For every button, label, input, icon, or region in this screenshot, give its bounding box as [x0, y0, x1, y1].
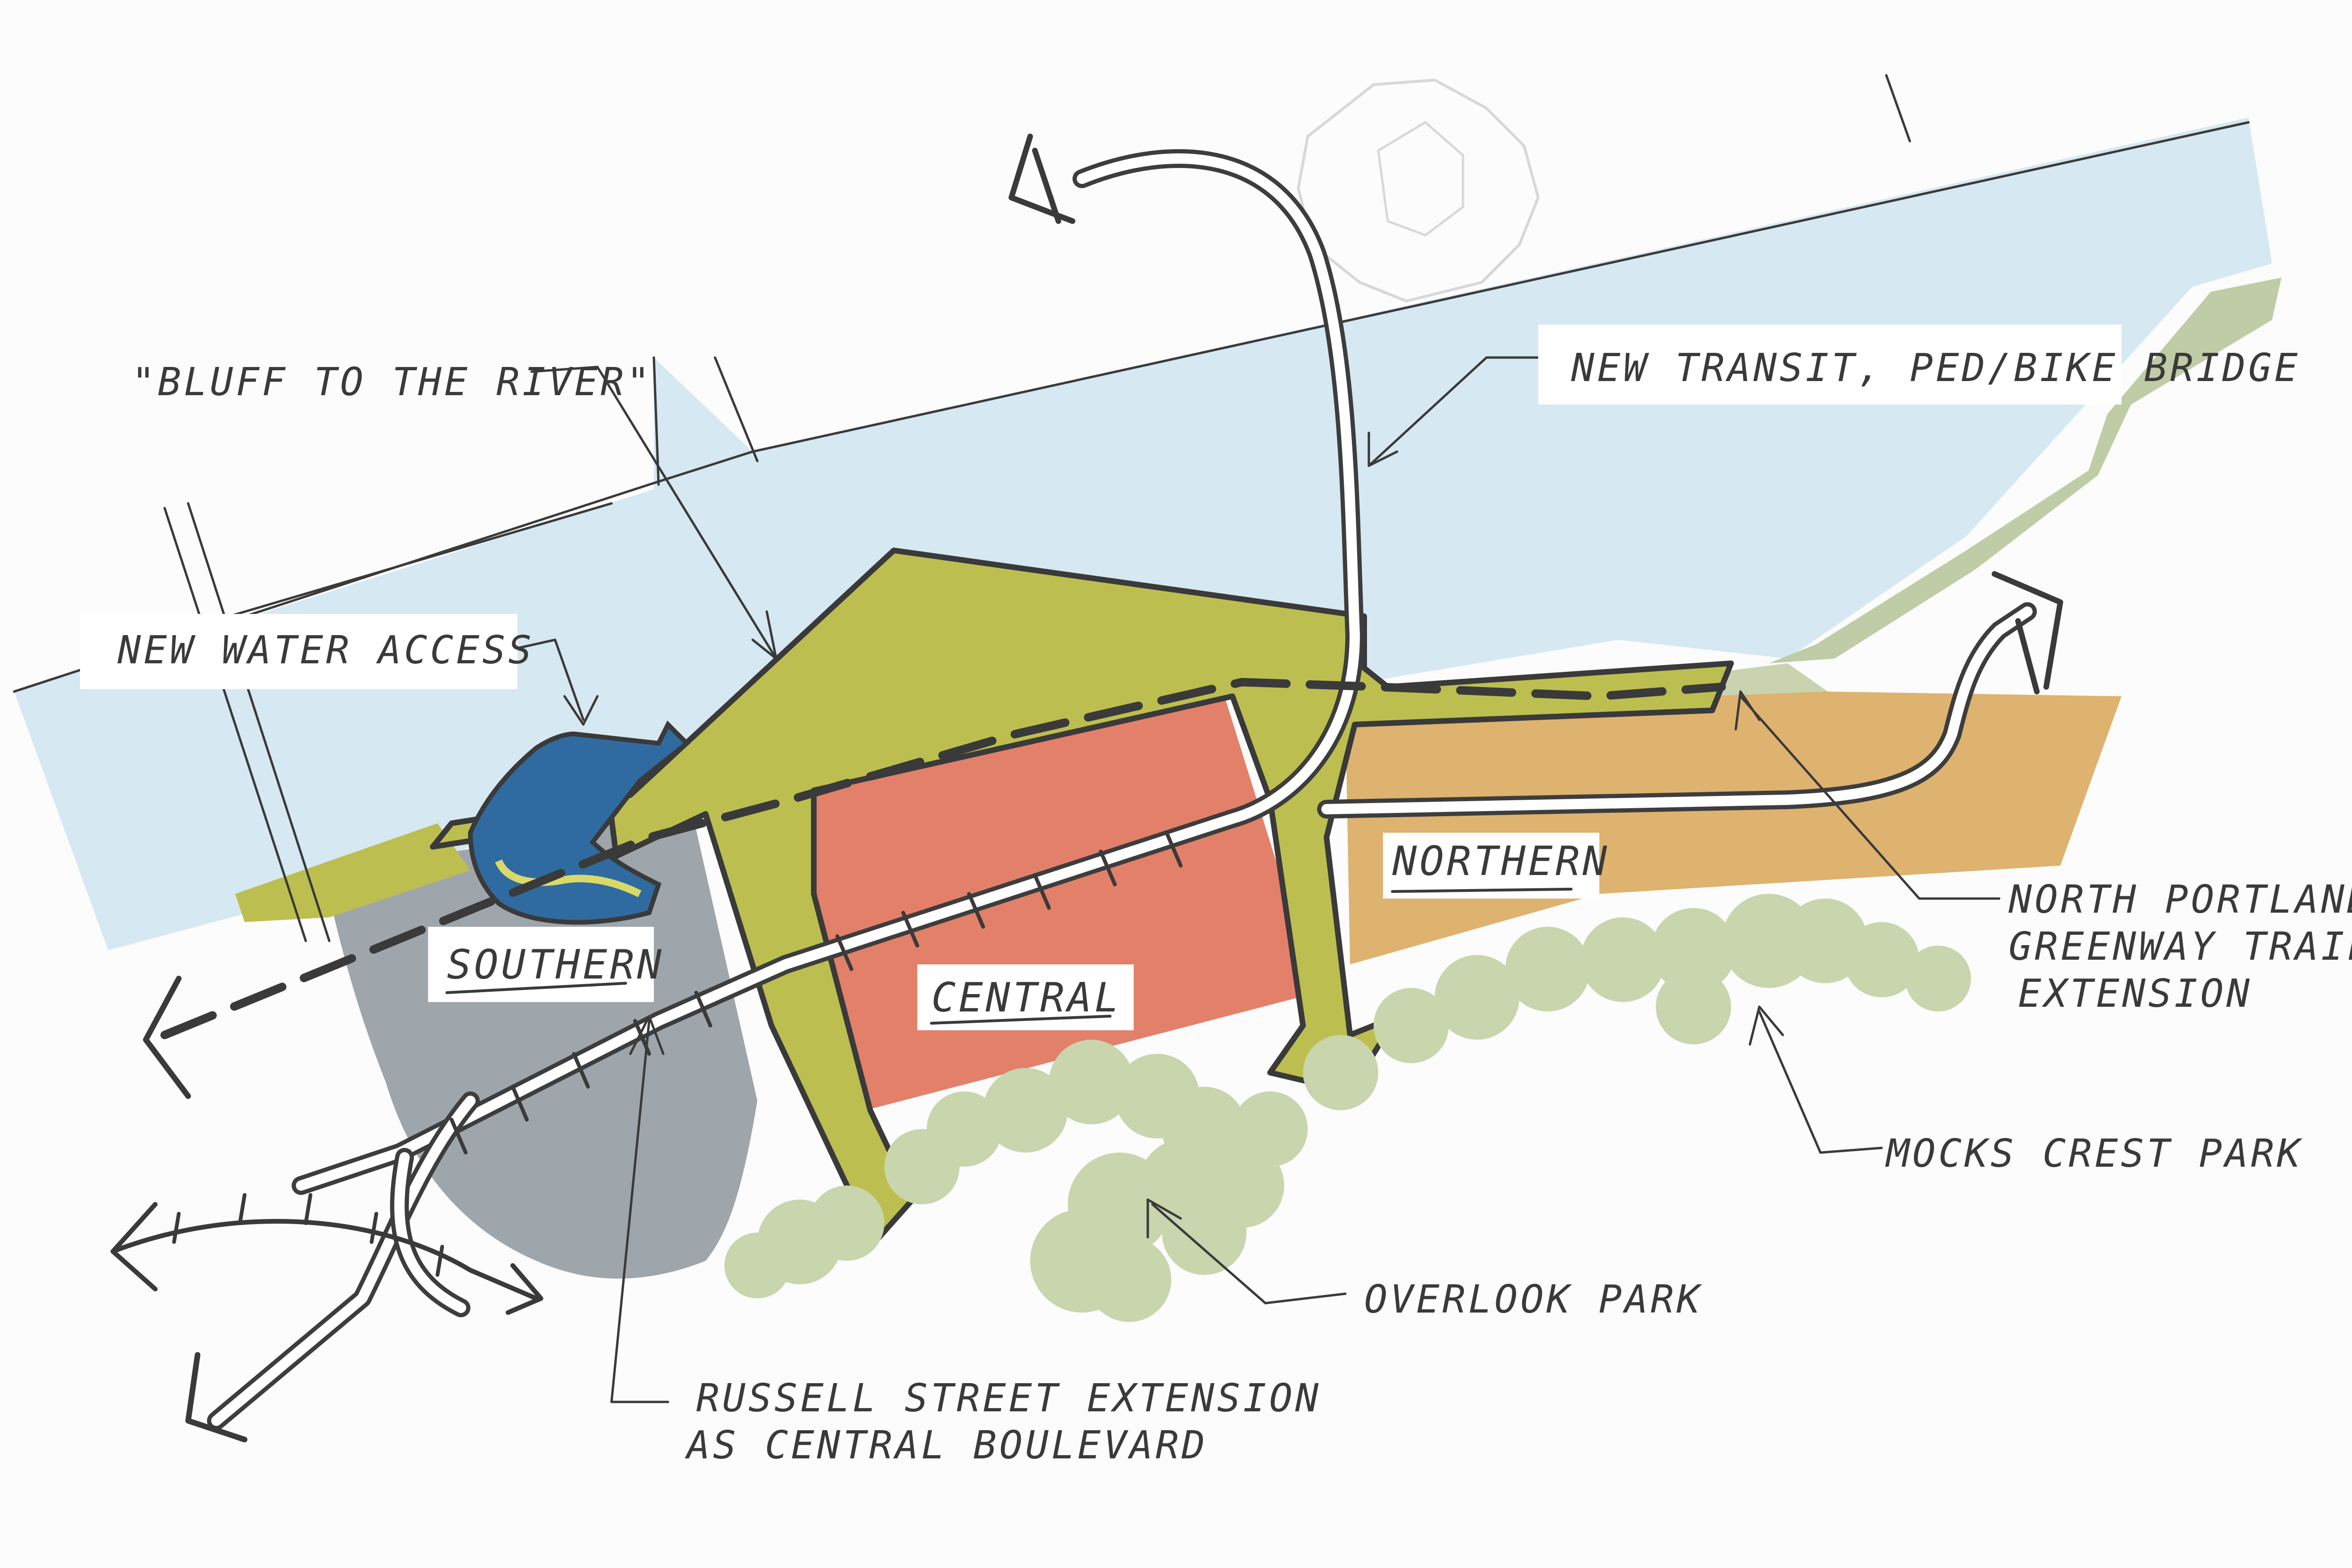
road-ticks: [450, 831, 1183, 1154]
roads: [207, 149, 2037, 1430]
water-access-edge: [495, 859, 642, 898]
northern-underline: [1391, 888, 1573, 893]
cross-road-arrows: [111, 1202, 543, 1315]
new-bridge-label: NEW TRANSIT, PED/BIKE BRIDGE: [1571, 346, 2300, 390]
new-water-access-label: NEW WATER ACCESS: [117, 628, 534, 673]
water-access-label-bg: [80, 614, 517, 689]
greenway-label-line3: EXTENSION: [2018, 971, 2252, 1016]
overlook-park-area: [724, 1035, 1378, 1322]
water-access: [468, 720, 691, 925]
stadium-inner: [1377, 120, 1464, 237]
northern-zone-label: NORTHERN: [1392, 838, 1610, 885]
cross-road-ticks: [172, 1193, 444, 1277]
callout-leaders: [511, 356, 2001, 1403]
mocks-crest-park-area: [1374, 894, 1971, 1063]
greenway-label-line1: NORTH PORTLAND: [2008, 877, 2352, 922]
bridge-label-bg: [1538, 325, 2122, 405]
stadium-outline: [1296, 78, 1540, 303]
russell-street-label-line2: AS CENTRAL BOULEVARD: [684, 1423, 1208, 1468]
greenway-strip: [1769, 278, 2281, 663]
overlook-park-label: OVERLOOK PARK: [1364, 1277, 1703, 1322]
cross-road: [111, 1219, 539, 1301]
road-arrows: [185, 134, 2063, 1442]
central-zone-label: CENTRAL: [931, 974, 1121, 1021]
russell-street-label-line1: RUSSELL STREET EXTENSION: [696, 1376, 1321, 1421]
central-underline: [930, 1015, 1112, 1025]
southern-zone-label: SOUTHERN: [447, 941, 664, 988]
mocks-crest-park-label: MOCKS CREST PARK: [1885, 1131, 2303, 1176]
greenway-trail: [160, 678, 1726, 1039]
dashed-arrow-west: [143, 976, 191, 1099]
upper-line: [1885, 74, 1911, 143]
southern-underline: [445, 982, 627, 994]
bluff-to-river-label: "BLUFF TO THE RIVER": [132, 360, 652, 405]
southern-label-bg: [428, 927, 654, 1002]
bank-green: [235, 823, 470, 922]
northern-label-bg: [1383, 833, 1599, 899]
rail-lines: [163, 502, 331, 942]
greenway-label-line2: GREENWAY TRAIL: [2009, 924, 2352, 969]
